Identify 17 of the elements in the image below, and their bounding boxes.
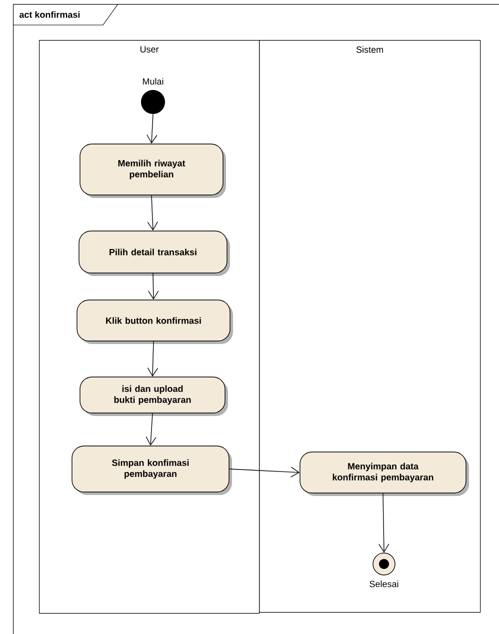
action-box: Simpan konfimasi pembayaran — [72, 446, 232, 495]
action-box: isi dan upload bukti pembayaran — [80, 376, 228, 416]
start-node: Mulai — [141, 78, 165, 114]
arrow — [146, 413, 156, 446]
end-node: Selesai — [370, 552, 398, 588]
arrow — [147, 195, 158, 231]
node-label: Selesai — [370, 580, 398, 588]
arrow — [146, 114, 158, 144]
node-label: Mulai — [142, 78, 164, 85]
action-box: Klik button konfirmasi — [76, 300, 233, 344]
action-box: Menyimpan data konfirmasi pembayaran — [300, 452, 469, 496]
arrow — [378, 493, 390, 553]
arrow — [148, 273, 159, 300]
arrow — [229, 466, 300, 478]
action-box: Memilih riwayat pembelian — [80, 144, 226, 198]
action-box: Pilih detail transaksi — [78, 230, 230, 276]
arrow — [147, 341, 158, 377]
